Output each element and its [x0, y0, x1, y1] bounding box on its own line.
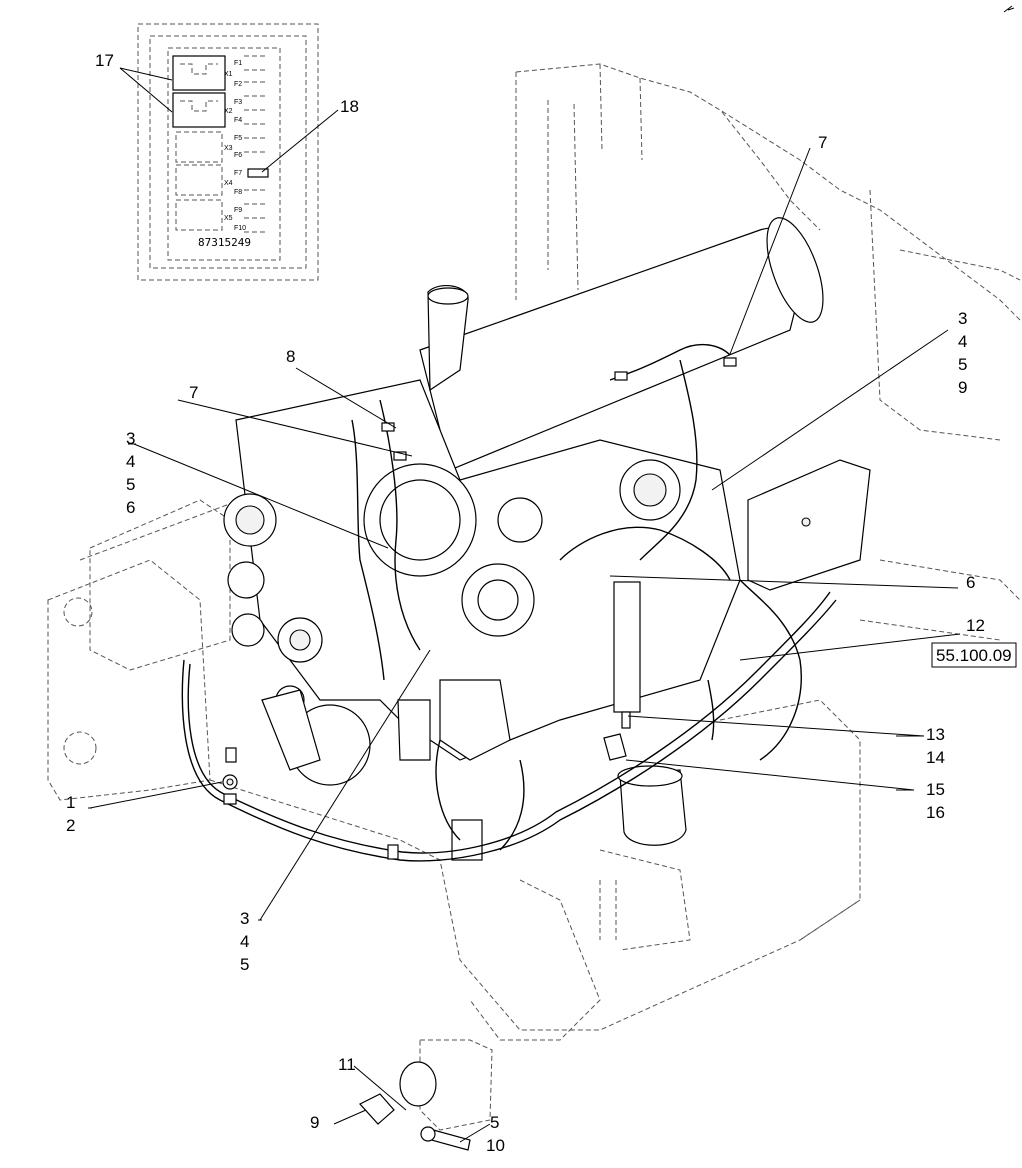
svg-text:X3: X3	[224, 145, 233, 152]
main-harness-lower	[181, 599, 837, 862]
callout-12: 12	[966, 616, 985, 635]
callout-18: 18	[340, 97, 359, 116]
callout-3-right: 3	[958, 309, 967, 328]
section-reference-label[interactable]: 55.100.09	[936, 646, 1012, 665]
fuse-box-part-number: 87315249	[198, 236, 251, 249]
callout-2: 2	[66, 816, 75, 835]
starter-detail	[359, 1039, 493, 1151]
svg-text:F3: F3	[234, 99, 242, 106]
wiring-harness	[181, 343, 837, 862]
relay-k2	[172, 92, 226, 128]
callout-5-starter: 5	[490, 1113, 499, 1132]
fuse-f7	[247, 168, 269, 178]
fuse-box-inset: F1 F2 F3 F4 F5 F6 F7 F8 F9 F10 X1 X2 X3 …	[137, 23, 319, 281]
callout-17: 17	[95, 51, 114, 70]
starter-body	[399, 1061, 437, 1107]
callout-11: 11	[338, 1055, 356, 1074]
tractor-frame-outline	[47, 63, 1021, 1041]
svg-text:F7: F7	[234, 170, 242, 177]
engine-assembly	[223, 217, 871, 861]
callout-7-left: 7	[189, 383, 198, 402]
callout-16: 16	[926, 803, 945, 822]
callout-4-right: 4	[958, 332, 967, 351]
relay-k1	[172, 55, 226, 91]
svg-text:F5: F5	[234, 135, 242, 142]
callout-8: 8	[286, 347, 295, 366]
cable-lug	[359, 1093, 395, 1125]
svg-text:F1: F1	[234, 60, 242, 67]
callout-4-bottom: 4	[240, 932, 249, 951]
svg-text:X5: X5	[224, 215, 233, 222]
callout-4-left: 4	[126, 452, 135, 471]
svg-text:F9: F9	[234, 207, 242, 214]
callout-1: 1	[66, 793, 75, 812]
callout-numbers: 17 18 7 8 7 3 4 5 6 3 4 5 9 6 12 13 14 1…	[66, 51, 985, 1155]
corner-mark	[1003, 5, 1015, 13]
fuel-filter-bowl	[619, 769, 687, 846]
callout-13: 13	[926, 725, 945, 744]
svg-text:X4: X4	[224, 180, 233, 187]
starter-motor	[439, 679, 511, 761]
callout-6-right: 6	[966, 573, 975, 592]
callout-3-left: 3	[126, 429, 135, 448]
callout-10: 10	[486, 1136, 505, 1155]
small-parts	[222, 711, 631, 805]
callout-5-right: 5	[958, 355, 967, 374]
callout-5-left: 5	[126, 475, 135, 494]
nut-2	[223, 793, 237, 805]
callout-14: 14	[926, 748, 945, 767]
svg-text:X1: X1	[224, 71, 233, 78]
callout-5-bottom: 5	[240, 955, 249, 974]
fuel-pipe	[613, 581, 641, 713]
svg-text:F2: F2	[234, 81, 242, 88]
svg-text:F6: F6	[234, 152, 242, 159]
svg-text:F10: F10	[234, 225, 246, 232]
callout-9-right: 9	[958, 378, 967, 397]
callout-3-bottom: 3	[240, 909, 249, 928]
callout-15: 15	[926, 780, 945, 799]
section-reference[interactable]: 55.100.09	[931, 642, 1017, 668]
callout-6-left: 6	[126, 498, 135, 517]
ground-strap	[603, 733, 627, 761]
callout-9: 9	[310, 1113, 319, 1132]
leader-lines	[88, 67, 961, 1143]
svg-text:F4: F4	[234, 117, 242, 124]
svg-text:F8: F8	[234, 189, 242, 196]
callout-7-top: 7	[818, 133, 827, 152]
svg-text:X2: X2	[224, 108, 233, 115]
air-cleaner	[419, 227, 804, 471]
